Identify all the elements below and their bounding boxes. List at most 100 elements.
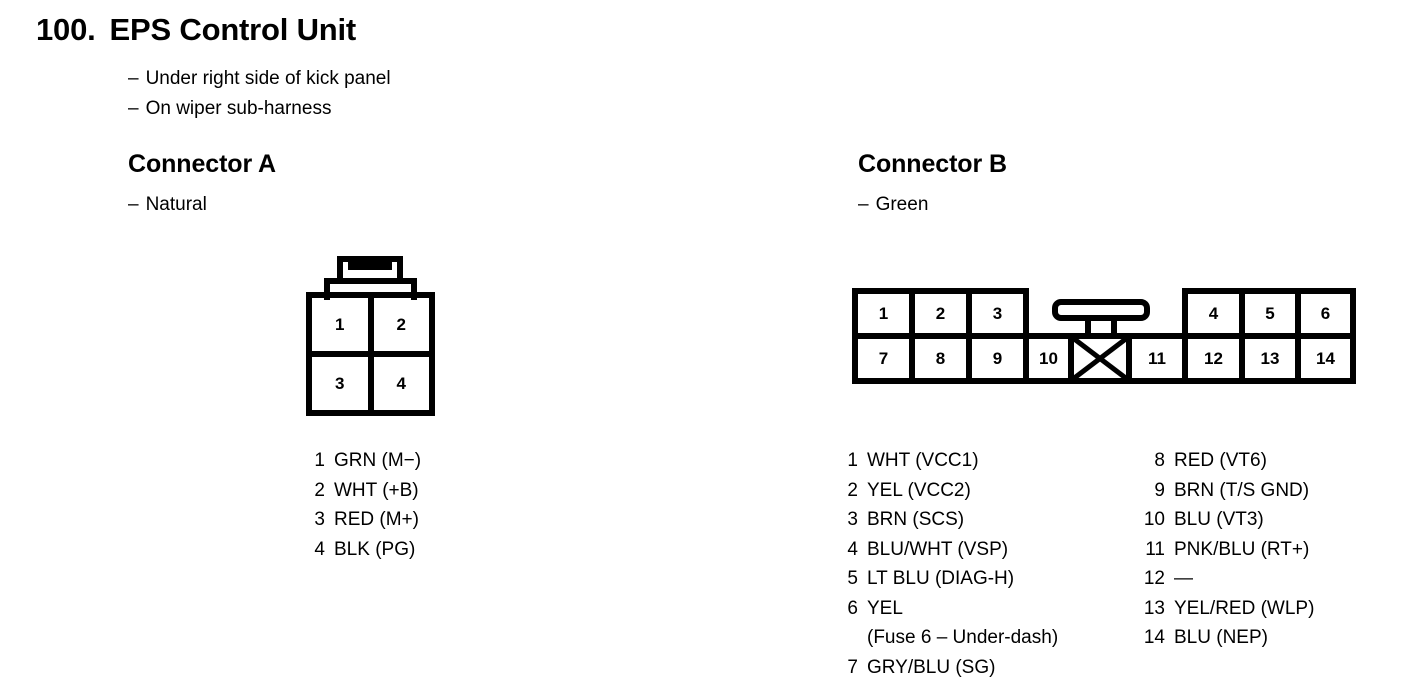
pin-list-item: 5 LT BLU (DIAG-H) — [833, 564, 1058, 594]
connector-a-color-text: Natural — [145, 194, 207, 215]
pin-number: 4 — [847, 538, 858, 560]
pin-list-item: 14 BLU (NEP) — [1140, 623, 1314, 653]
connector-a-housing-diagram: 1 2 3 4 — [306, 256, 435, 416]
pin-cell-2: 2 — [935, 303, 946, 323]
pin-number: 1 — [847, 450, 858, 471]
connector-b-color-text: Green — [875, 194, 929, 215]
pin-cell-13: 13 — [1260, 348, 1280, 368]
pin-list-item: 3 RED (M+) — [300, 505, 421, 535]
pin-label: BLK (PG) — [334, 538, 416, 560]
pin-cell-4: 4 — [396, 373, 406, 393]
pin-number: 1 — [314, 450, 325, 471]
pin-label: BLU (NEP) — [1174, 627, 1268, 648]
pin-label-continuation: (Fuse 6 – Under-dash) — [867, 627, 1059, 648]
pin-label: — — [1174, 568, 1193, 589]
pin-number: 14 — [1143, 627, 1165, 648]
pin-cell-1: 1 — [878, 303, 889, 323]
pin-number: 7 — [847, 656, 858, 678]
dash-marker: – — [128, 98, 139, 119]
pin-label: BLU (VT3) — [1174, 509, 1264, 530]
pin-list-item: 7 GRY/BLU (SG) — [833, 653, 1058, 683]
connector-a-color: –Natural — [128, 194, 276, 216]
pin-label: RED (M+) — [334, 509, 419, 530]
pin-label: GRY/BLU (SG) — [867, 656, 996, 678]
pin-label: LT BLU (DIAG-H) — [867, 568, 1015, 589]
pin-list-item: 12 — — [1140, 564, 1314, 594]
connector-a-section: Connector A –Natural — [128, 150, 276, 216]
pin-list-item: 11 PNK/BLU (RT+) — [1140, 535, 1314, 565]
connector-a-pin-grid: 1 2 3 4 — [306, 292, 435, 416]
pin-number: 5 — [847, 568, 858, 589]
pin-label: GRN (M−) — [334, 450, 422, 471]
pin-row-bottom: 3 4 — [312, 357, 429, 410]
pin-label: WHT (VCC1) — [867, 450, 979, 471]
pin-list-item: 2 WHT (+B) — [300, 476, 421, 506]
page-number: 100. — [36, 12, 96, 47]
housing-outline-svg — [852, 288, 1356, 384]
pin-number: 13 — [1143, 597, 1165, 619]
pin-cell-10: 10 — [1039, 348, 1058, 368]
pin-number: 3 — [847, 509, 858, 530]
latch-stem-icon — [1085, 315, 1117, 337]
pin-list-item: 3 BRN (SCS) — [833, 505, 1058, 535]
pin-cell-5: 5 — [1265, 303, 1275, 323]
latch-bar-icon — [348, 262, 392, 270]
pin-number: 12 — [1143, 568, 1165, 589]
pin-list-item: 4 BLK (PG) — [300, 535, 421, 565]
pin-label: YEL (VCC2) — [867, 479, 971, 501]
connector-b-heading: Connector B — [858, 150, 1007, 178]
pin-list-item: 10 BLU (VT3) — [1140, 505, 1314, 535]
pin-cell-3: 3 — [312, 357, 374, 410]
pin-cell-4: 4 — [1208, 303, 1219, 323]
pin-list-item: 1 GRN (M−) — [300, 446, 421, 476]
pin-list-item: 13 YEL/RED (WLP) — [1140, 594, 1315, 624]
pin-number: 6 — [847, 597, 858, 619]
location-note-text: Under right side of kick panel — [145, 68, 391, 89]
connector-b-pin-list-left: 1 WHT (VCC1) 2 YEL (VCC2) 3 BRN (SCS) 4 BLU/… — [833, 446, 1058, 682]
pin-cell-9: 9 — [992, 348, 1003, 368]
pin-number: 2 — [847, 479, 858, 501]
dash-marker: – — [128, 194, 139, 215]
pin-cell-14: 14 — [1316, 348, 1335, 368]
pin-label: YEL — [867, 597, 903, 619]
connector-b-color: –Green — [858, 194, 1007, 216]
pin-list-item: 8 RED (VT6) — [1140, 446, 1314, 476]
location-note: –On wiper sub-harness — [128, 94, 391, 124]
pin-number: 10 — [1143, 509, 1165, 530]
pin-cell-1: 1 — [312, 298, 374, 351]
latch-tab-icon — [337, 256, 403, 278]
page-title-text: EPS Control Unit — [109, 12, 357, 47]
pin-label: BLU/WHT (VSP) — [867, 538, 1009, 560]
connector-a-heading: Connector A — [128, 150, 276, 178]
pin-label: BRN (SCS) — [867, 509, 965, 530]
pin-number: 11 — [1145, 538, 1165, 560]
pin-label: YEL/RED (WLP) — [1174, 597, 1315, 619]
housing-shoulder — [324, 278, 417, 300]
pin-number: 2 — [314, 479, 325, 501]
pin-list-item: 2 YEL (VCC2) — [833, 476, 1058, 506]
pin-label: WHT (+B) — [334, 479, 419, 501]
pin-number: 4 — [314, 538, 325, 560]
page-title: 100. EPS Control Unit — [36, 12, 356, 48]
pin-number: 9 — [1154, 479, 1165, 501]
dash-marker: – — [128, 68, 139, 89]
pin-number: 8 — [1154, 450, 1165, 471]
pin-label: RED (VT6) — [1174, 450, 1267, 471]
connector-b-housing-diagram: 1 2 3 4 5 6 7 8 9 10 11 12 13 14 — [852, 288, 1356, 384]
pin-list-item: 4 BLU/WHT (VSP) — [833, 535, 1058, 565]
pin-cell-11: 11 — [1148, 348, 1166, 368]
location-note-text: On wiper sub-harness — [145, 98, 332, 119]
pin-list-item: 1 WHT (VCC1) — [833, 446, 1058, 476]
connector-b-section: Connector B –Green — [858, 150, 1007, 216]
dash-marker: – — [858, 194, 869, 215]
pin-cell-8: 8 — [935, 348, 946, 368]
location-notes: –Under right side of kick panel –On wipe… — [128, 64, 391, 124]
pin-row-top: 1 2 — [312, 298, 429, 357]
pin-number: 3 — [314, 509, 325, 530]
pin-list-item: 6 YEL — [833, 594, 1058, 624]
connector-a-pin-list: 1 GRN (M−) 2 WHT (+B) 3 RED (M+) 4 BLK (PG) — [300, 446, 421, 564]
pin-label: PNK/BLU (RT+) — [1174, 538, 1310, 560]
pin-cell-12: 12 — [1204, 348, 1223, 368]
